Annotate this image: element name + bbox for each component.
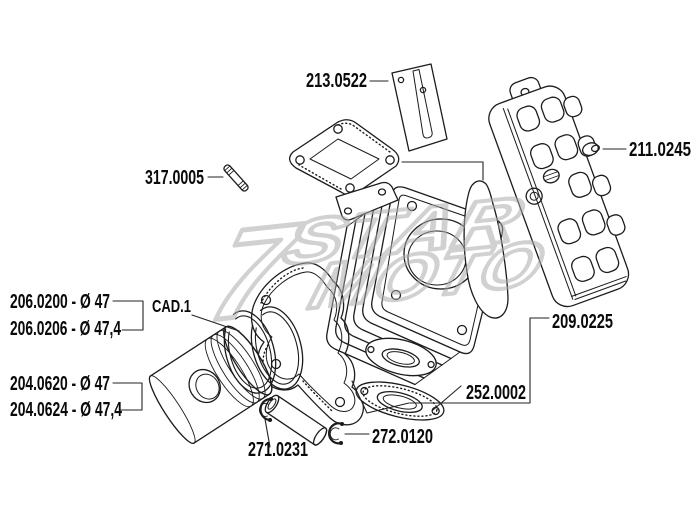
label-cad-note: CAD.1 <box>152 296 191 316</box>
label-stud: 317.0005 <box>145 167 204 189</box>
reed-petal-drawing <box>391 63 448 152</box>
bracket-piston <box>112 382 143 411</box>
label-piston-d47: 204.0620 - Ø 47 <box>10 373 110 395</box>
bracket-gasket-set <box>351 161 550 414</box>
label-piston-d474: 204.0624 - Ø 47,4 <box>10 399 123 421</box>
stud-drawing <box>223 164 249 192</box>
circlip-right-drawing <box>328 421 345 446</box>
label-gasket-set: 209.0225 <box>552 311 613 333</box>
head-gasket-drawing <box>463 180 509 319</box>
label-rings-d47: 206.0200 - Ø 47 <box>10 291 110 313</box>
label-circlip: 272.0120 <box>372 426 433 448</box>
leader-cad <box>191 314 240 332</box>
circlip-left-drawing <box>259 396 274 423</box>
label-cylinder-head: 211.0245 <box>629 139 691 161</box>
label-exhaust-gasket: 252.0002 <box>466 382 526 404</box>
cylinder-head-drawing <box>488 76 630 308</box>
leader-lines <box>112 80 627 448</box>
leader-exhaust-gasket <box>432 385 462 411</box>
label-piston-pin: 271.0231 <box>248 439 308 461</box>
leader-pin <box>264 418 271 448</box>
piston-pin-drawing <box>264 394 328 446</box>
label-reed-petal: 213.0522 <box>306 70 367 92</box>
piston-rings-drawing <box>223 306 304 394</box>
label-rings-d474: 206.0206 - Ø 47,4 <box>10 318 122 340</box>
bracket-rings <box>112 300 144 331</box>
part-number-labels: 213.0522 211.0245 317.0005 206.0200 - Ø … <box>10 70 691 461</box>
exhaust-gasket-drawing <box>355 381 445 421</box>
